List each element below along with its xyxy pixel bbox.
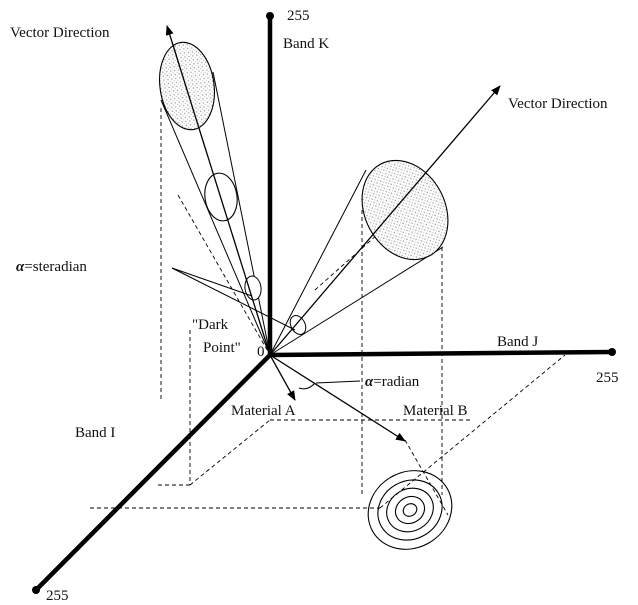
floor-right-edge — [379, 354, 566, 509]
axes — [32, 12, 616, 594]
ring-2 — [377, 479, 443, 541]
right-cone-edge-upper — [269, 169, 367, 356]
band-k-endpoint — [266, 12, 274, 20]
ring-3 — [386, 487, 434, 533]
band-j-axis — [267, 349, 615, 358]
band-k-label: Band K — [283, 36, 329, 52]
right-cone-edge-lower — [269, 246, 444, 356]
material-a-arrow — [269, 354, 296, 401]
band-j-max-label: 255 — [596, 370, 619, 386]
labels: 255 Band K Vector Direction Vector Direc… — [10, 8, 619, 604]
material-b-projection — [404, 439, 449, 516]
band-j-endpoint — [608, 348, 616, 356]
vector-direction-right-label: Vector Direction — [508, 96, 608, 112]
band-i-axis — [33, 352, 273, 593]
alpha-radian-label: α=radian — [365, 374, 420, 390]
left-cone-axis-dashed — [177, 194, 271, 356]
right-cone-top-ellipse — [361, 159, 449, 261]
alpha-steradian-label: α=steradian — [16, 259, 87, 275]
left-cone-edge-inner — [212, 71, 271, 356]
left-vector-arrow — [165, 25, 271, 356]
steradian-leader-1 — [171, 267, 253, 297]
projection-lines — [90, 108, 566, 516]
right-cone — [269, 85, 501, 356]
right-vector-arrow — [269, 85, 501, 356]
dark-point-label-line2: Point" — [203, 340, 241, 356]
origin-label: 0 — [257, 344, 265, 360]
material-vectors — [269, 354, 406, 442]
alpha-symbol: α — [16, 259, 25, 275]
band-k-max-label: 255 — [287, 8, 310, 24]
vector-direction-left-label: Vector Direction — [10, 25, 110, 41]
band-j-label: Band J — [497, 334, 538, 350]
ring-1 — [367, 470, 453, 550]
concentric-rings — [367, 470, 453, 550]
material-b-arrow — [269, 354, 406, 442]
left-cone-top-ellipse — [159, 41, 215, 131]
material-a-label: Material A — [231, 403, 296, 419]
floor-inner-edge — [189, 419, 271, 486]
radian-leader — [315, 380, 361, 384]
band-i-endpoint — [32, 586, 40, 594]
ring-5 — [402, 503, 418, 517]
left-cone — [159, 25, 271, 356]
left-cone-edge-outer — [160, 99, 271, 356]
radian-text: =radian — [373, 374, 419, 390]
steradian-leader-2 — [171, 267, 296, 331]
steradian-leaders — [171, 267, 296, 331]
ring-4 — [394, 495, 426, 525]
left-cone-small-ellipse — [244, 275, 262, 301]
band-i-max-label: 255 — [46, 588, 69, 604]
steradian-text: =steradian — [24, 259, 87, 275]
dark-point-label-line1: "Dark — [192, 317, 229, 333]
band-i-label: Band I — [75, 425, 115, 441]
radian-arc — [298, 382, 316, 390]
material-b-label: Material B — [403, 403, 468, 419]
alpha-symbol-2: α — [365, 374, 374, 390]
